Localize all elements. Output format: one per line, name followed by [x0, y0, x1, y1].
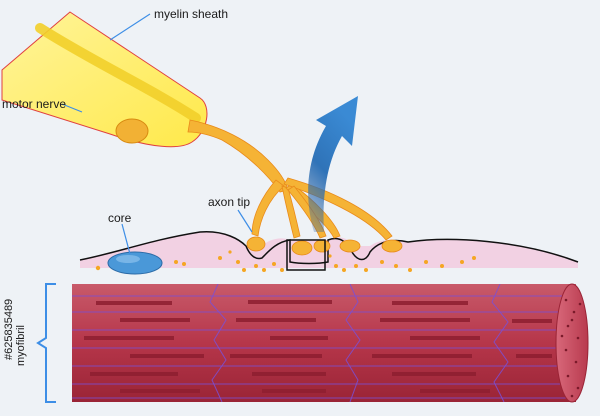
- myelin-sheath: [1, 11, 208, 148]
- axon-tip-label: axon tip: [208, 195, 250, 209]
- axon-terminal: [187, 119, 393, 241]
- signal-arrow-icon: [308, 96, 358, 232]
- stock-id-text: #625835489: [3, 299, 15, 360]
- myelin-core-stripe: [35, 23, 201, 123]
- muscle-fiber: [72, 283, 589, 403]
- fiber-end-cap: [555, 283, 589, 403]
- core-label: core: [108, 211, 132, 225]
- myofibril-bracket: [36, 283, 56, 403]
- core-nucleus: [107, 251, 163, 275]
- myelin-sheath-label: myelin sheath: [154, 7, 228, 21]
- synapse-highlight-box: [286, 239, 326, 271]
- membrane-surface: [80, 231, 578, 268]
- leader-lines: [61, 13, 253, 255]
- nerve-node: [115, 118, 149, 144]
- motor-nerve-label: motor nerve: [2, 97, 66, 111]
- membrane-line: [79, 231, 579, 265]
- myofibril-label: myofibril: [15, 325, 27, 366]
- synaptic-vesicles: [95, 250, 476, 272]
